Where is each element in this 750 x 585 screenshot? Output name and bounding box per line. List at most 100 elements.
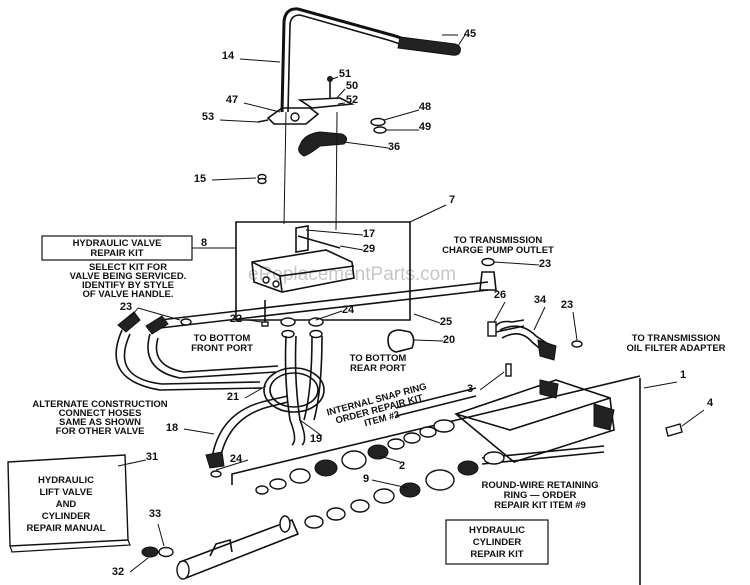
svg-text:VALVE BEING SERVICED.: VALVE BEING SERVICED. [70, 271, 187, 282]
note-to-bottom-rear: TO BOTTOM REAR PORT [350, 353, 407, 374]
callout-n22: 22 [230, 313, 242, 325]
callout-n33: 33 [149, 508, 161, 520]
pin-4 [665, 423, 683, 437]
valve-kit-box [235, 221, 411, 321]
manual-line-2: LIFT VALVE [40, 487, 93, 498]
handle-lever [280, 7, 406, 113]
callout-n49: 49 [419, 121, 431, 133]
callout-n7: 7 [449, 194, 455, 206]
callout-n17: 17 [363, 228, 375, 240]
callout-n29: 29 [363, 243, 375, 255]
callout-n32: 32 [112, 566, 124, 578]
leader-lines [117, 34, 705, 573]
note-retaining-ring: ROUND-WIRE RETAINING RING — ORDER REPAIR… [482, 480, 599, 511]
callout-n21: 21 [227, 391, 239, 403]
hose-18 [205, 395, 289, 478]
callout-n24a: 24 [342, 304, 355, 316]
callout-n14: 14 [222, 50, 235, 62]
valve-kit-line-2: REPAIR KIT [90, 248, 143, 259]
handle-grip [397, 34, 466, 56]
callout-n31: 31 [146, 451, 158, 463]
handle-pivot [257, 76, 355, 125]
callout-n45: 45 [464, 28, 476, 40]
svg-text:IDENTIFY BY STYLE: IDENTIFY BY STYLE [82, 280, 174, 291]
callout-n34: 34 [534, 294, 547, 306]
svg-text:TO BOTTOM: TO BOTTOM [194, 333, 251, 344]
callout-n53: 53 [202, 111, 214, 123]
svg-text:REPAIR KIT ITEM #9: REPAIR KIT ITEM #9 [494, 500, 586, 511]
note-to-trans-filter: TO TRANSMISSION OIL FILTER ADAPTER [626, 333, 725, 354]
fitting-23-right [571, 340, 583, 348]
callout-n3: 3 [467, 383, 473, 395]
note-alternate: ALTERNATE CONSTRUCTION CONNECT HOSES SAM… [32, 399, 167, 437]
callout-n23b: 23 [120, 301, 132, 313]
svg-text:CONNECT HOSES: CONNECT HOSES [59, 408, 142, 419]
svg-text:CHARGE PUMP OUTLET: CHARGE PUMP OUTLET [442, 245, 554, 256]
clip-20 [387, 329, 415, 353]
callout-n1: 1 [680, 369, 686, 381]
cylinder-barrel [176, 515, 300, 580]
hose-34 [499, 325, 557, 361]
hose-25 [159, 281, 489, 329]
bolt-22 [261, 300, 269, 327]
note-select-kit: SELECT KIT FOR VALVE BEING SERVICED. IDE… [70, 262, 187, 300]
callout-n19: 19 [310, 433, 322, 445]
cylinder-kit-frame [231, 375, 641, 585]
svg-text:SAME AS SHOWN: SAME AS SHOWN [59, 417, 141, 428]
manual-line-1: HYDRAULIC [38, 475, 94, 486]
washers-48-49 [370, 117, 387, 134]
left-fittings [117, 311, 192, 335]
cylinder-body-1 [454, 379, 615, 463]
hose-clamp-21 [263, 367, 325, 413]
cyl-kit-line-2: CYLINDER [473, 537, 522, 548]
valve-body [251, 225, 355, 293]
callout-n8: 8 [201, 237, 207, 249]
valve-kit-label-box: HYDRAULIC VALVE REPAIR KIT [41, 235, 193, 261]
callout-n51: 51 [339, 68, 351, 80]
svg-text:OF VALVE HANDLE.: OF VALVE HANDLE. [83, 289, 174, 300]
valve-handle-36 [298, 131, 348, 157]
svg-text:ALTERNATE CONSTRUCTION: ALTERNATE CONSTRUCTION [32, 399, 167, 410]
callout-n24b: 24 [230, 453, 243, 465]
svg-text:ROUND-WIRE RETAINING: ROUND-WIRE RETAINING [482, 480, 599, 491]
callout-n9: 9 [363, 473, 369, 485]
callout-n36: 36 [388, 141, 400, 153]
manual-book: HYDRAULIC LIFT VALVE AND CYLINDER REPAIR… [7, 454, 131, 553]
svg-text:FRONT PORT: FRONT PORT [191, 343, 253, 354]
valve-fittings [280, 317, 324, 339]
svg-text:SELECT KIT FOR: SELECT KIT FOR [89, 262, 167, 273]
long-hoses [115, 329, 279, 391]
watermark: eReplacementParts.com [248, 264, 456, 285]
callout-n15: 15 [194, 173, 206, 185]
callout-n25: 25 [440, 316, 452, 328]
svg-text:RING — ORDER: RING — ORDER [504, 490, 577, 501]
svg-text:TO BOTTOM: TO BOTTOM [350, 353, 407, 364]
fittings-32-33 [141, 546, 174, 558]
callout-n4: 4 [707, 397, 714, 409]
callout-n23a: 23 [539, 258, 551, 270]
callout-n48: 48 [419, 101, 431, 113]
seal-kit-2 [255, 419, 455, 495]
svg-text:REAR PORT: REAR PORT [350, 363, 406, 374]
manual-line-3: AND [56, 499, 77, 510]
callout-n47: 47 [226, 94, 238, 106]
callout-n52: 52 [346, 94, 358, 106]
seal-kit-9 [304, 451, 505, 529]
vertical-hoses [284, 335, 323, 446]
callout-n20: 20 [443, 334, 455, 346]
callout-n26: 26 [494, 289, 506, 301]
callout-n18: 18 [166, 422, 178, 434]
manual-line-4: CYLINDER [42, 511, 91, 522]
valve-kit-line-1: HYDRAULIC VALVE [73, 238, 162, 249]
callout-n23c: 23 [561, 299, 573, 311]
cylinder-kit-label-box: HYDRAULIC CYLINDER REPAIR KIT [445, 519, 549, 565]
callout-n2: 2 [399, 460, 405, 472]
note-to-bottom-front: TO BOTTOM FRONT PORT [191, 333, 253, 354]
spring-15 [257, 173, 267, 185]
svg-text:FOR OTHER VALVE: FOR OTHER VALVE [56, 426, 145, 437]
cylinder-rod-assy [395, 387, 477, 417]
set-screw-3 [505, 363, 512, 377]
